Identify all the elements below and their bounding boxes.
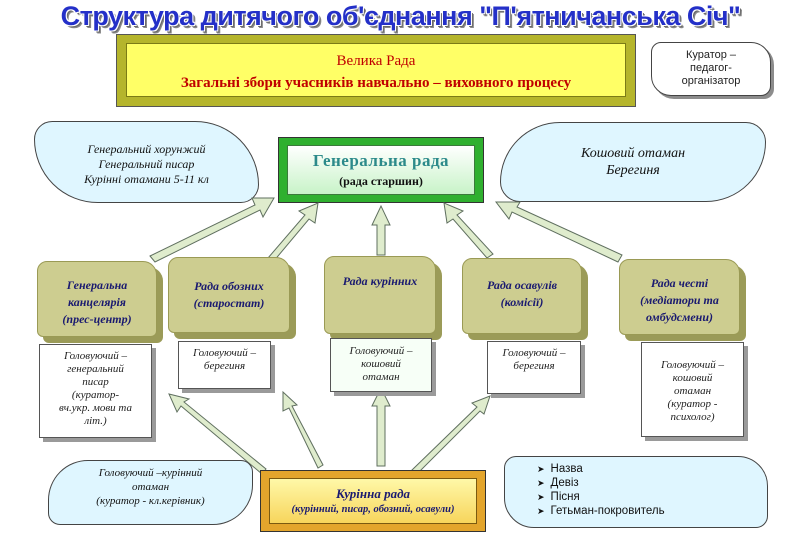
council-line: (прес-центр) xyxy=(62,312,132,326)
council-line: Рада честі xyxy=(650,276,709,290)
bottom-left-line: (куратор - кл.керівник) xyxy=(96,495,205,507)
chair-note-osavuly: Головуючий – берегиня xyxy=(487,341,581,394)
council-osavuly: Рада осавулів (комісії) xyxy=(462,258,582,334)
council-kurinni: Рада курінних xyxy=(324,256,436,334)
council-line: канцелярія xyxy=(67,295,126,309)
chair-line: кошовий xyxy=(672,372,713,384)
chair-line: отаман xyxy=(673,385,712,397)
right-cloud: Кошовий отаман Берегиня xyxy=(500,122,766,202)
arrow-k-1 xyxy=(168,393,267,475)
chair-line: (куратор - xyxy=(667,398,718,410)
great-council-inner: Велика Рада Загальні збори учасників нав… xyxy=(126,43,626,97)
arrow-up-3 xyxy=(371,204,391,256)
arrow-k-4 xyxy=(411,395,491,475)
general-council-box: Генеральна рада (рада старшин) xyxy=(278,137,484,203)
council-obozni: Рада обозних (старостат) xyxy=(168,257,290,333)
chair-line: берегиня xyxy=(513,360,555,372)
general-council-inner: Генеральна рада (рада старшин) xyxy=(287,145,475,195)
great-council-box: Велика Рада Загальні збори учасників нав… xyxy=(116,34,636,107)
left-cloud-line: Генеральний писар xyxy=(98,157,195,171)
kurinna-council-subtitle: (курінний, писар, обозний, осавули) xyxy=(291,504,455,515)
left-cloud-line: Курінні отамани 5-11 кл xyxy=(84,172,209,186)
chair-note-kurinni: Головуючий – кошовий отаман xyxy=(330,338,432,392)
curator-line: Куратор – xyxy=(685,49,737,61)
council-line: омбудсмени) xyxy=(645,310,714,324)
council-line: Рада осавулів xyxy=(486,278,558,292)
arrow-up-4 xyxy=(443,202,494,259)
list-item: Пісня xyxy=(537,490,767,504)
bottom-left-line: отаман xyxy=(131,481,170,493)
attributes-list: Назва Девіз Пісня Гетьман-покровитель xyxy=(505,457,767,518)
list-item: Гетьман-покровитель xyxy=(537,504,767,518)
bottom-left-cloud: Головуючий –курінний отаман (куратор - к… xyxy=(48,460,253,525)
right-cloud-line: Берегиня xyxy=(606,163,660,178)
chair-line: вч.укр. мови та xyxy=(59,402,132,414)
arrow-up-2 xyxy=(267,202,319,263)
bottom-left-line: Головуючий –курінний xyxy=(98,467,203,479)
council-line: Рада курінних xyxy=(342,274,418,288)
chair-line: берегиня xyxy=(203,360,246,372)
council-honor: Рада честі (медіатори та омбудсмени) xyxy=(619,259,740,335)
chair-line: генеральний xyxy=(67,363,124,375)
general-council-subtitle: (рада старшин) xyxy=(339,174,423,188)
page-title: Структура дитячого об'єднання "П'ятничан… xyxy=(60,1,741,31)
curator-note: Куратор – педагог- організатор xyxy=(651,42,771,96)
chair-note-chancellery: Головуючий – генеральний писар (куратор-… xyxy=(39,344,152,438)
chair-note-obozni: Головуючий – берегиня xyxy=(178,341,271,389)
chair-line: літ.) xyxy=(84,415,107,427)
list-item: Назва xyxy=(537,462,767,476)
chair-line: Головуючий – xyxy=(192,347,257,359)
chair-line: писар xyxy=(82,376,109,388)
arrow-k-2 xyxy=(282,390,324,469)
arrow-up-5 xyxy=(494,201,623,263)
kurinna-council-inner: Курінна рада (курінний, писар, обозний, … xyxy=(269,478,477,524)
general-council-title: Генеральна рада xyxy=(312,151,450,170)
chair-line: (куратор- xyxy=(71,389,120,401)
council-line: (медіатори та xyxy=(640,293,719,307)
council-line: (старостат) xyxy=(193,296,265,310)
curator-line: педагог- xyxy=(690,62,732,74)
council-general-chancellery: Генеральна канцелярія (прес-центр) xyxy=(37,261,157,337)
great-council-subtitle: Загальні збори учасників навчально – вих… xyxy=(180,75,572,91)
chair-line: Головуючий – xyxy=(502,347,566,359)
kurinna-council-box: Курінна рада (курінний, писар, обозний, … xyxy=(260,470,486,532)
council-line: Генеральна xyxy=(66,278,128,292)
great-council-title: Велика Рада xyxy=(336,53,416,69)
right-cloud-line: Кошовий отаман xyxy=(580,146,686,161)
chair-line: кошовий xyxy=(361,358,401,370)
chair-line: психолог) xyxy=(670,411,715,423)
kurinna-council-title: Курінна рада xyxy=(335,486,411,501)
arrow-k-3 xyxy=(371,386,391,467)
chair-line: Головуючий – xyxy=(63,350,128,362)
chair-note-honor: Головуючий – кошовий отаман (куратор - п… xyxy=(641,342,744,437)
left-cloud-line: Генеральний хорунжий xyxy=(87,142,206,156)
bottom-right-list-box: Назва Девіз Пісня Гетьман-покровитель xyxy=(504,456,768,528)
left-cloud: Генеральний хорунжий Генеральний писар К… xyxy=(34,121,259,203)
council-line: (комісії) xyxy=(500,295,544,309)
curator-line: організатор xyxy=(681,75,741,87)
council-line: Рада обозних xyxy=(194,279,264,293)
arrow-up-1 xyxy=(149,197,275,263)
chair-line: Головуючий – xyxy=(349,345,413,357)
chair-line: Головуючий – xyxy=(660,359,725,371)
list-item: Девіз xyxy=(537,476,767,490)
chair-line: отаман xyxy=(362,371,400,383)
